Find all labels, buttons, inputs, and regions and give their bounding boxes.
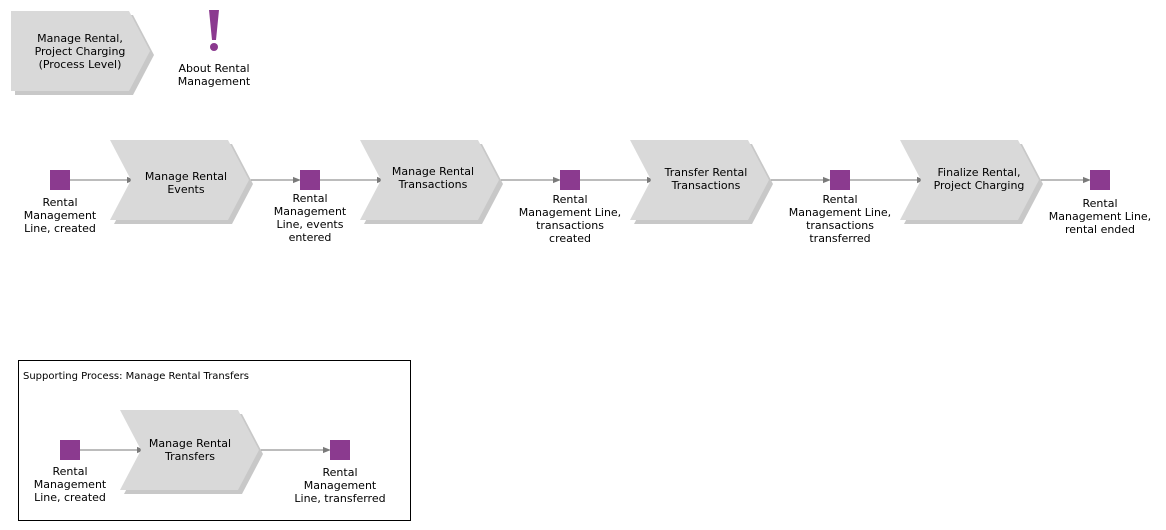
support-event-label-1: Rental Management Line, created <box>33 465 107 504</box>
support-event-square-2[interactable] <box>330 440 350 460</box>
event-label-1: Rental Management Line, created <box>23 196 97 235</box>
support-event-square-1[interactable] <box>60 440 80 460</box>
process-interface-label: Manage Rental, Project Charging (Process… <box>34 31 126 71</box>
function-label-manage-rental-events: Manage Rental Events <box>144 170 228 196</box>
function-label-manage-rental-transactions: Manage Rental Transactions <box>391 165 475 191</box>
event-square-4[interactable] <box>830 170 850 190</box>
event-square-3[interactable] <box>560 170 580 190</box>
function-chevron-manage-rental-transfers[interactable] <box>120 410 263 494</box>
process-interface-chevron[interactable] <box>11 11 154 95</box>
function-label-transfer-rental-transactions: Transfer Rental Transactions <box>664 166 748 192</box>
event-square-5[interactable] <box>1090 170 1110 190</box>
supporting-process-title: Supporting Process: Manage Rental Transf… <box>23 371 249 382</box>
exclamation-icon[interactable] <box>209 10 219 51</box>
event-square-2[interactable] <box>300 170 320 190</box>
function-chevron-manage-rental-events[interactable] <box>110 140 253 224</box>
function-label-finalize-rental: Finalize Rental, Project Charging <box>933 166 1025 192</box>
function-label-manage-rental-transfers: Manage Rental Transfers <box>148 437 232 463</box>
function-chevron-transfer-rental-transactions[interactable] <box>630 140 773 224</box>
event-label-5: Rental Management Line, rental ended <box>1048 197 1152 236</box>
about-rental-management-label[interactable]: About Rental Management <box>177 62 251 88</box>
event-label-3: Rental Management Line, transactions cre… <box>518 193 622 245</box>
event-square-1[interactable] <box>50 170 70 190</box>
function-chevron-manage-rental-transactions[interactable] <box>360 140 503 224</box>
event-label-2: Rental Management Line, events entered <box>273 192 347 244</box>
function-chevron-finalize-rental[interactable] <box>900 140 1043 224</box>
support-event-label-2: Rental Management Line, transferred <box>294 466 386 505</box>
event-label-4: Rental Management Line, transactions tra… <box>788 193 892 245</box>
